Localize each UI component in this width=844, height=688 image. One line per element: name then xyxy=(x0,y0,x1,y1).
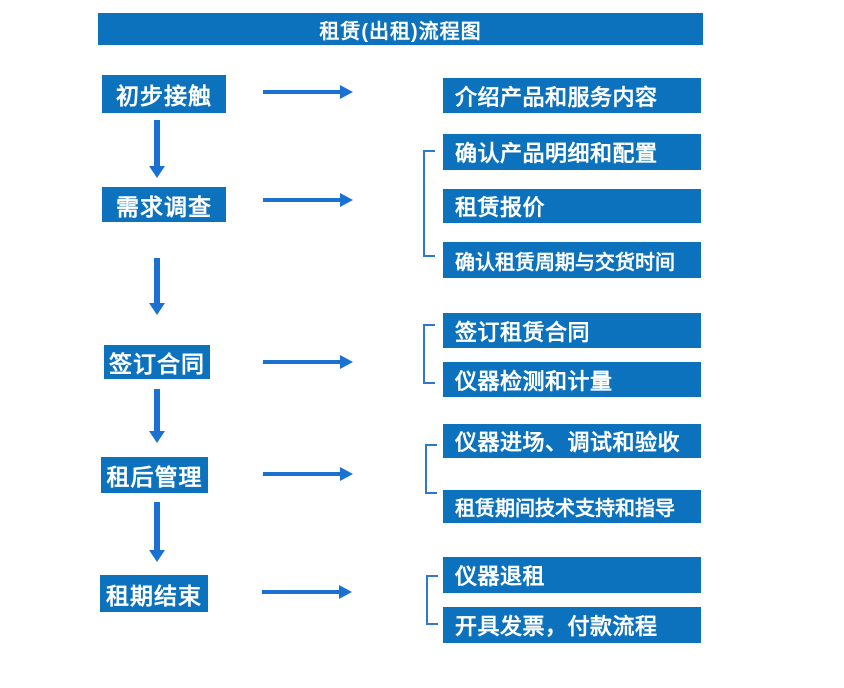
arrow-head xyxy=(340,355,353,369)
arrow-head xyxy=(149,166,165,178)
flow-arrow-down-icon xyxy=(149,120,165,178)
detail-box-instrument-return: 仪器退租 xyxy=(443,557,701,593)
arrow-shaft xyxy=(263,90,341,94)
arrow-head xyxy=(149,303,165,315)
group-bracket xyxy=(425,444,437,494)
detail-box-invoice-payment: 开具发票，付款流程 xyxy=(443,607,701,643)
arrow-head xyxy=(149,550,165,562)
detail-box-intro-products-services: 介绍产品和服务内容 xyxy=(443,78,701,113)
arrow-head xyxy=(340,193,353,207)
detail-box-instrument-testing: 仪器检测和计量 xyxy=(443,362,701,397)
flow-arrow-right-icon xyxy=(263,355,353,369)
arrow-shaft xyxy=(154,502,160,551)
flow-arrow-right-icon xyxy=(262,585,352,599)
step-box-sign-contract: 签订合同 xyxy=(104,345,210,379)
group-bracket xyxy=(423,324,435,384)
page-title: 租赁(出租)流程图 xyxy=(98,13,703,45)
arrow-head xyxy=(339,585,352,599)
arrow-shaft xyxy=(154,389,160,432)
step-box-demand-survey: 需求调查 xyxy=(102,187,226,222)
arrow-shaft xyxy=(263,360,341,364)
arrow-shaft xyxy=(263,198,341,202)
flow-arrow-right-icon xyxy=(263,193,353,207)
detail-box-confirm-rental-period: 确认租赁周期与交货时间 xyxy=(443,242,701,278)
arrow-shaft xyxy=(154,120,160,167)
arrow-head xyxy=(340,85,353,99)
flow-arrow-down-icon xyxy=(149,502,165,562)
flow-arrow-down-icon xyxy=(149,258,165,315)
detail-box-instrument-setup-acceptance: 仪器进场、调试和验收 xyxy=(443,424,701,458)
arrow-head xyxy=(149,431,165,443)
arrow-head xyxy=(340,467,353,481)
step-box-post-rental-management: 租后管理 xyxy=(101,457,208,493)
detail-box-sign-rental-contract: 签订租赁合同 xyxy=(443,313,701,348)
group-bracket xyxy=(426,575,438,625)
flow-arrow-right-icon xyxy=(263,467,353,481)
detail-box-confirm-product-details: 确认产品明细和配置 xyxy=(443,134,701,170)
step-box-rental-end: 租期结束 xyxy=(100,575,208,612)
group-bracket xyxy=(423,150,435,257)
flow-arrow-right-icon xyxy=(263,85,353,99)
detail-box-rental-quote: 租赁报价 xyxy=(443,189,701,223)
arrow-shaft xyxy=(154,258,160,304)
arrow-shaft xyxy=(262,590,340,594)
detail-box-rental-tech-support: 租赁期间技术支持和指导 xyxy=(443,490,701,523)
arrow-shaft xyxy=(263,472,341,476)
flow-arrow-down-icon xyxy=(149,389,165,443)
step-box-initial-contact: 初步接触 xyxy=(102,75,226,113)
